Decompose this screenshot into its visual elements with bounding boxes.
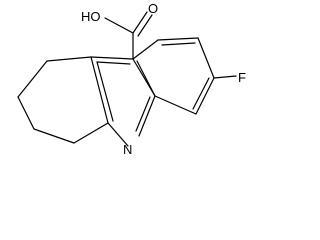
benzene-ring bbox=[132, 37, 215, 115]
fluorine-label: F bbox=[238, 70, 246, 85]
pyridine-ring bbox=[90, 56, 156, 147]
molecule-svg: HO O F N bbox=[17, 1, 246, 156]
hydroxyl-label: HO bbox=[81, 9, 101, 24]
carbonyl-oxygen-label: O bbox=[148, 1, 158, 16]
nitrogen-label: N bbox=[123, 142, 132, 156]
cycloheptane-ring bbox=[17, 56, 109, 144]
molecule-structure-diagram: HO O F N bbox=[17, 1, 246, 156]
carboxyl-group bbox=[104, 11, 153, 60]
carbon-fluorine-bond bbox=[213, 75, 237, 79]
